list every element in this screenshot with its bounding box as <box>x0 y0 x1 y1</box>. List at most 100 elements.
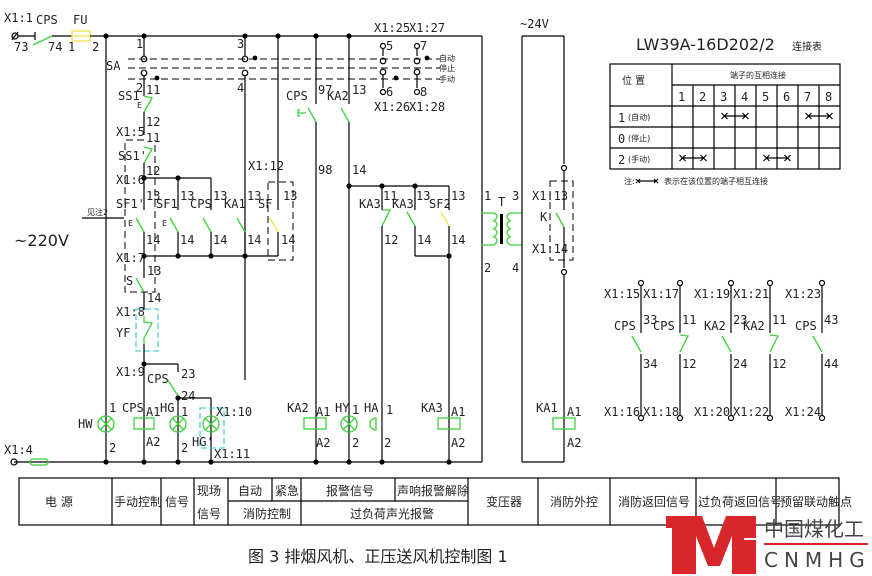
terminal-x1-7-label: X1:7 <box>116 251 145 265</box>
cell-alarm-signal: 报警信号 <box>326 483 374 498</box>
logo-english-text: CNMHG <box>764 548 871 572</box>
connection-mark-icon <box>679 154 707 162</box>
transformer-pin-2: 2 <box>484 261 491 275</box>
reset-button-sf2-icon <box>440 211 450 227</box>
switch-table-title-suffix: 连接表 <box>792 40 822 53</box>
no-contact-icon <box>721 335 732 353</box>
yellow-lamp-hy-icon <box>340 415 358 433</box>
neutral-link-icon <box>29 458 49 466</box>
switch-table-note: 表示在该位置的端子相互连接 <box>664 176 768 186</box>
position-name: (停止) <box>628 133 650 143</box>
main-power-circuit: X1:1 CPS FU 73 74 1 2 X1:4 ~220V 见注2 <box>4 11 483 466</box>
cell-signal: 信号 <box>165 495 189 509</box>
cps-coil-a2: A2 <box>146 435 160 449</box>
remote-lamp-box <box>199 407 225 449</box>
ka2-contact-icon <box>340 107 350 123</box>
aux-pin-bottom: 24 <box>733 357 747 371</box>
aux-bottom-terminal: X1:20 <box>694 405 730 419</box>
linkage-note: 见注2 <box>87 207 108 217</box>
ss1-label: SS1 <box>118 89 140 103</box>
aux-device-label: KA2 <box>743 319 765 333</box>
manual-control-branch: SS1 11 E 12 X1:5 11 SS1' 12 X1:6 SF1' 13… <box>116 36 297 462</box>
no-contact-icon <box>812 335 823 353</box>
hy-pin-2: 2 <box>352 436 359 450</box>
aux-pin-top: 11 <box>682 313 696 327</box>
cps-pin-97: 97 <box>318 83 332 97</box>
transformer-label: T <box>498 195 505 209</box>
ka2-coil-icon <box>303 417 327 430</box>
sa-position-auto: 自动 <box>439 53 455 63</box>
sf1-pin-13: 13 <box>180 189 194 203</box>
aux-pin-bottom: 12 <box>682 357 696 371</box>
terminal-x1-8-label: X1:8 <box>116 305 145 319</box>
sa-pin-6: 6 <box>386 85 393 99</box>
terminal-x1-28-label: X1:28 <box>409 100 445 114</box>
fire-valve-box <box>135 308 159 352</box>
terminal-icon <box>818 414 826 422</box>
cps-overload-contact-icon <box>307 107 317 123</box>
switch-table-frame <box>609 63 841 170</box>
logo-chinese-text: 中国煤化工 <box>764 517 864 541</box>
ka3-no-label: KA3 <box>392 197 414 211</box>
terminal-col-header: 1 <box>678 90 685 104</box>
position-header: 位 置 <box>622 74 645 87</box>
cps-coil-icon <box>133 417 155 430</box>
sf2-pin-14: 14 <box>451 233 465 247</box>
stop-button-ss1-icon <box>143 95 153 113</box>
cell-fire-control: 消防控制 <box>243 506 291 521</box>
connection-mark-icon <box>805 112 833 120</box>
ha-label: HA <box>364 401 379 415</box>
aux-device-label: KA2 <box>704 319 726 333</box>
ss1-prime-label: SS1' <box>118 149 147 163</box>
figure-caption: 图 3 排烟风机、正压送风机控制图 1 <box>248 547 508 566</box>
function-label-table: 电 源 手动控制 信号 现场 信号 自动 紧急 消防控制 报警信号 声响报警解除… <box>18 477 852 526</box>
aux-top-terminal: X1:17 <box>643 287 679 301</box>
hg-pin-1: 1 <box>181 405 188 419</box>
aux-pin-top: 11 <box>772 313 786 327</box>
node-74: 74 <box>48 40 62 54</box>
green-lamp-hg-icon <box>169 415 187 433</box>
ka2-contact-label: KA2 <box>327 89 349 103</box>
cell-emergency: 紧急 <box>275 483 299 498</box>
cell-fire-external: 消防外控 <box>550 494 598 509</box>
aux-device-label: CPS <box>653 319 675 333</box>
aux-pin-top: 33 <box>643 313 657 327</box>
ka3-coil-icon <box>437 417 461 430</box>
ka2-pin-14: 14 <box>352 163 366 177</box>
transformer-pin-4: 4 <box>512 261 519 275</box>
aux-pin-bottom: 44 <box>824 357 838 371</box>
svg-text:E: E <box>162 219 167 228</box>
terminal-x1-12-label: X1:12 <box>248 159 284 173</box>
terminal-icon <box>766 279 774 287</box>
aux-bottom-terminal: X1:24 <box>785 405 821 419</box>
cell-site-signal-line1: 现场 <box>197 484 221 498</box>
hy-label: HY <box>335 401 350 415</box>
aux-pin-bottom: 12 <box>772 357 786 371</box>
terminal-x1-9-label: X1:9 <box>116 365 145 379</box>
sa-pin-3: 3 <box>237 37 244 51</box>
cps-hold-pin-13: 13 <box>213 189 227 203</box>
cps-contact-icon <box>32 35 53 46</box>
terminal-x1-27-label: X1:27 <box>409 21 445 35</box>
sa-pin-8: 8 <box>420 85 427 99</box>
ka3-pin-14: 14 <box>417 233 431 247</box>
aux-top-terminal: X1:15 <box>604 287 640 301</box>
hg-prime-label: HG' <box>192 435 214 449</box>
ss1p-pin-12: 12 <box>146 164 160 178</box>
ka3-no-contact-icon <box>406 211 416 227</box>
cps-coil-label: CPS <box>122 401 144 415</box>
cps-23-contact-icon <box>167 379 179 397</box>
cps-overload-label: CPS <box>286 89 308 103</box>
aux-bottom-terminal: X1:16 <box>604 405 640 419</box>
connection-mark-icon <box>763 154 791 162</box>
remote-start-sf-icon <box>269 217 279 233</box>
cell-overload-alarm: 过负荷声光报警 <box>350 506 434 521</box>
hw-label: HW <box>78 417 93 431</box>
terminal-x1-26-label: X1:26 <box>374 100 410 114</box>
no-contact-icon <box>631 335 642 353</box>
voltage-24v-label: ~24V <box>520 17 549 31</box>
transformer-primary-icon <box>482 212 498 246</box>
